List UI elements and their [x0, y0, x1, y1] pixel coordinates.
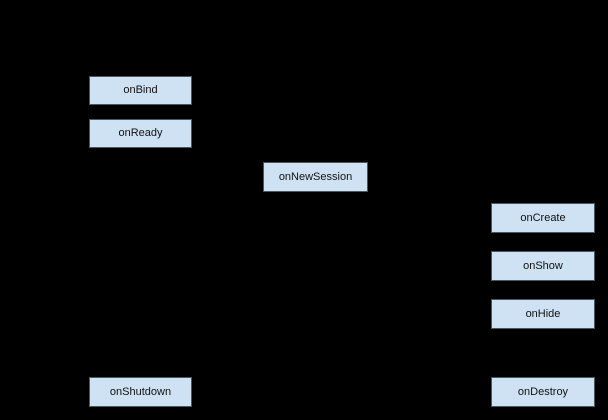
node-onbind: onBind: [89, 76, 192, 105]
node-onshow: onShow: [491, 251, 595, 281]
node-onready: onReady: [89, 119, 192, 148]
node-onshutdown: onShutdown: [89, 377, 192, 407]
node-oncreate: onCreate: [491, 203, 595, 233]
node-ondestroy: onDestroy: [491, 377, 595, 407]
node-onnewsession: onNewSession: [263, 162, 368, 192]
node-onhide: onHide: [491, 299, 595, 329]
